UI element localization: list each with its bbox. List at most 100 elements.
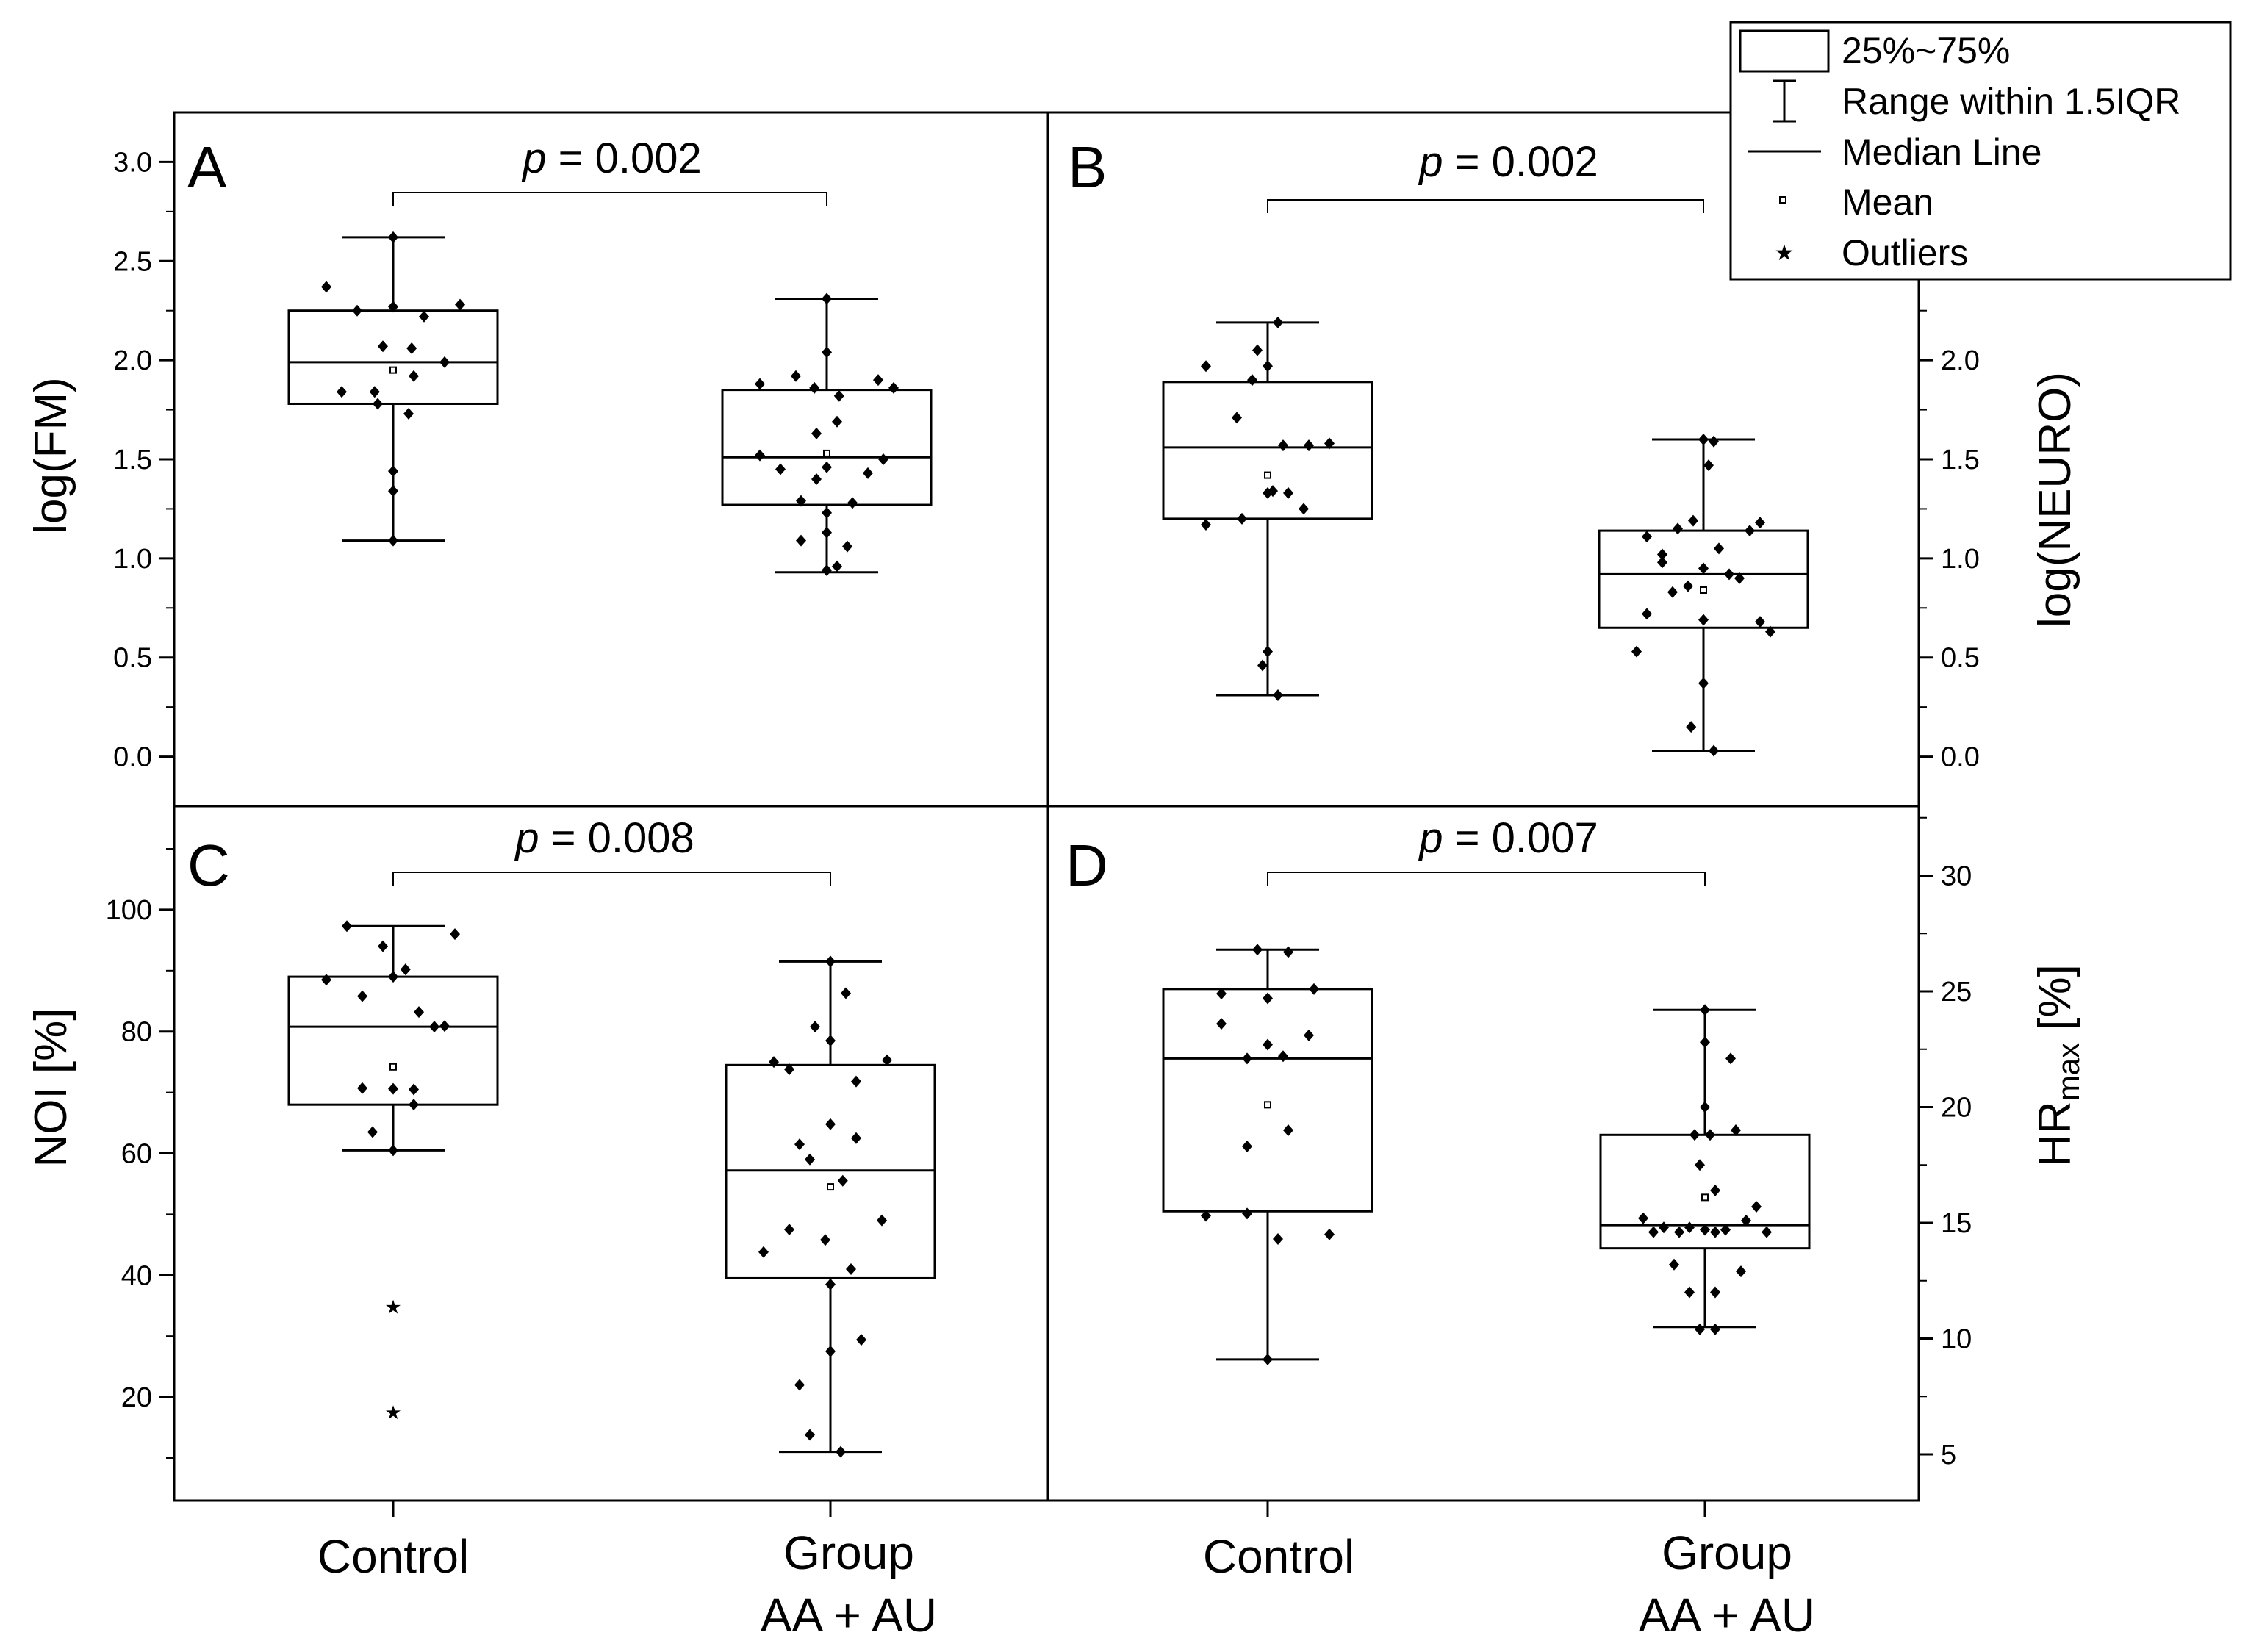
- panel-d-group-1-data-point: [1283, 1124, 1293, 1136]
- panel-b-group-1-data-point: [1232, 412, 1242, 424]
- panel-d-letter: D: [1066, 833, 1108, 898]
- panel-c-group-1-data-point: [342, 920, 352, 933]
- panel-b-group-2-data-point: [1657, 548, 1667, 561]
- panel-d-group-2-data-point: [1720, 1224, 1731, 1236]
- panel-b-group-2-data-point: [1642, 608, 1652, 620]
- panel-d-group-2-data-point: [1710, 1323, 1720, 1335]
- legend-entry-outliers: Outliers: [1842, 232, 1968, 273]
- panel-b-group-2-data-point: [1745, 525, 1755, 537]
- panel-a-y-tick-label: 0.5: [113, 643, 152, 674]
- panel-c-group-2-data-point: [825, 1278, 836, 1290]
- panel-c-group-1-data-point: [450, 928, 460, 941]
- panel-b-y-tick-label: 1.5: [1941, 445, 1980, 475]
- panel-a-group-2-data-point: [796, 534, 806, 547]
- panel-b-group-2-data-point: [1734, 572, 1745, 584]
- x-category-label: AA + AU: [761, 1589, 937, 1642]
- panel-d-group-2-data-point: [1648, 1226, 1659, 1238]
- panel-c-group-1-data-point: [321, 974, 331, 986]
- panel-c-y-tick-label: 100: [106, 895, 152, 926]
- panel-b-group-1-data-point: [1273, 316, 1283, 328]
- panel-d-significance-bracket: [1267, 872, 1706, 886]
- panel-a-group-2-data-point: [878, 453, 888, 465]
- panel-c-group-1-data-point: [388, 971, 398, 983]
- panel-a-group-1-data-point: [388, 465, 398, 478]
- panel-d-group-2-data-point: [1669, 1258, 1679, 1271]
- panel-c-group-1-data-point: [409, 1083, 419, 1096]
- panel-d-group-2-data-point: [1684, 1286, 1695, 1299]
- panel-b-group-2-data-point: [1673, 522, 1683, 535]
- panel-d-group-1-data-point: [1304, 1029, 1314, 1041]
- panel-a-y-tick-label: 3.0: [113, 147, 152, 178]
- panel-c-group-1-data-point: [357, 1082, 367, 1094]
- panel-a-group-2-data-point: [873, 374, 883, 387]
- panel-c-group-2-mean-marker: [827, 1183, 834, 1191]
- panel-d-group-1-data-point: [1283, 946, 1293, 958]
- panel-b-letter: B: [1068, 134, 1107, 200]
- panel-d-group-1-data-point: [1278, 1050, 1288, 1063]
- panel-a-group-2-data-point: [811, 427, 822, 439]
- panel-d-y-tick-label: 10: [1941, 1324, 1972, 1355]
- panel-b-group-2-data-point: [1688, 514, 1698, 527]
- legend-whisker-swatch: [1773, 79, 1796, 123]
- panel-b-group-2-data-point: [1683, 580, 1693, 592]
- panel-c-y-axis-title: NOI [%]: [26, 1008, 76, 1167]
- panel-a-letter: A: [187, 134, 227, 200]
- panel-a-group-2-data-point: [863, 467, 873, 479]
- plot-frame: [173, 111, 1920, 1502]
- panel-d-group-2-data-point: [1638, 1212, 1648, 1224]
- panel-c-group-2-data-point: [837, 1174, 848, 1187]
- panel-c-significance-bracket: [392, 872, 831, 886]
- panel-a-group-1-data-point: [439, 356, 450, 368]
- panel-a-group-1-data-point: [378, 340, 388, 353]
- panel-d-group-1-data-point: [1263, 1038, 1273, 1051]
- panel-b-y-tick-label: 0.5: [1941, 643, 1980, 674]
- x-category-label: AA + AU: [1639, 1589, 1815, 1642]
- panel-d-group-2-data-point: [1751, 1200, 1762, 1213]
- panel-c-y-tick-label: 80: [121, 1017, 152, 1048]
- panel-d-group-2-data-point: [1710, 1226, 1720, 1238]
- panel-b-y-tick-label: 0.0: [1941, 742, 1980, 773]
- panel-a-group-2-data-point: [822, 346, 832, 359]
- panel-a-group-2-data-point: [833, 389, 844, 402]
- x-category-label: Control: [1203, 1530, 1354, 1583]
- panel-b-group-1-data-point: [1268, 485, 1278, 498]
- panel-b-group-1-data-point: [1201, 519, 1211, 531]
- panel-a-significance-bracket: [392, 192, 827, 206]
- x-category-label: Group: [1662, 1526, 1792, 1579]
- x-category-label: Group: [783, 1526, 914, 1579]
- panel-a-y-axis-title: log(FM): [26, 377, 76, 534]
- panel-b-group-2-data-point: [1755, 616, 1765, 628]
- panel-d-y-tick-label: 30: [1941, 861, 1972, 892]
- panel-b-group-2-data-point: [1698, 562, 1709, 575]
- panel-c-group-1-data-point: [367, 1126, 378, 1138]
- panel-c-group-2-iqr-box: [725, 1063, 936, 1279]
- panel-c-group-2-data-point: [784, 1063, 794, 1076]
- panel-b-group-1-data-point: [1237, 512, 1247, 525]
- panel-b-group-1-data-point: [1324, 437, 1335, 450]
- panel-c-y-tick-label: 40: [121, 1260, 152, 1291]
- panel-a-p-value: p = 0.002: [521, 134, 702, 182]
- panel-c-group-2-data-point: [877, 1214, 887, 1227]
- panel-c-group-2-data-point: [794, 1379, 805, 1391]
- panel-b: 0.00.51.01.52.0 B p = 0.002 log(NEURO): [1068, 134, 2080, 773]
- panel-b-group-2-mean-marker: [1700, 586, 1707, 595]
- panel-c-group-1-outlier: ★: [384, 1296, 401, 1318]
- legend-outlier-swatch: ★: [1775, 241, 1795, 265]
- panel-d-group-2-data-point: [1731, 1124, 1741, 1136]
- panel-a-group-2-data-point: [822, 506, 832, 519]
- panel-b-group-2-data-point: [1698, 434, 1709, 446]
- panel-d-y-tick-label: 20: [1941, 1093, 1972, 1124]
- panel-a-group-2-data-point: [832, 415, 842, 428]
- panel-b-group-1-data-point: [1247, 374, 1257, 387]
- panel-d-group-2-data-point: [1710, 1286, 1720, 1299]
- legend-box-swatch: [1739, 29, 1830, 73]
- panel-a-group-1-data-point: [321, 281, 331, 293]
- panel-c-group-2-data-point: [825, 955, 836, 968]
- panel-a-group-1-data-point: [337, 386, 347, 398]
- panel-c-group-2-data-point: [856, 1334, 866, 1346]
- legend-mean-swatch: [1779, 196, 1786, 204]
- legend-entry-box: 25%~75%: [1842, 30, 2010, 71]
- panel-c-group-2-data-point: [758, 1246, 769, 1258]
